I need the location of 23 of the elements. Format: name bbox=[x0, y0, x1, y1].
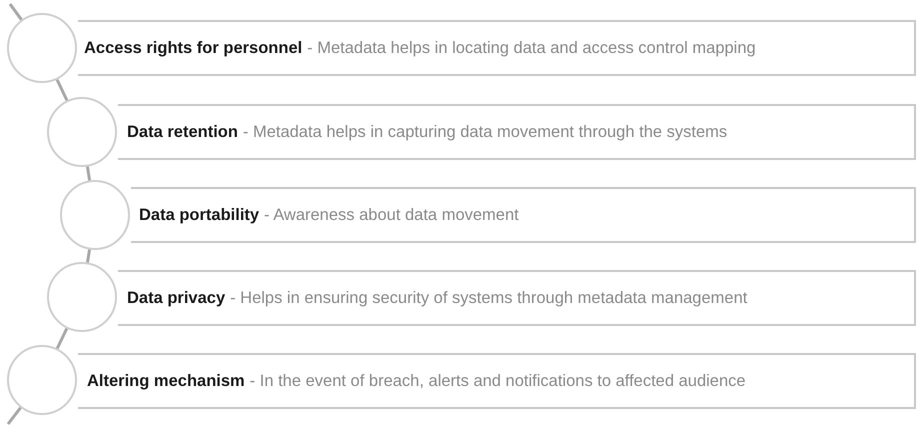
item-description: - Helps in ensuring security of systems through metadata management bbox=[230, 288, 748, 308]
item-description: - In the event of breach, alerts and notifications to affected audience bbox=[250, 372, 746, 390]
list-item-box bbox=[78, 353, 916, 409]
circle-marker bbox=[7, 13, 77, 83]
list-item-box bbox=[131, 187, 916, 243]
connector-line bbox=[86, 249, 91, 263]
item-heading: Data retention bbox=[127, 122, 238, 142]
item-heading: Data privacy bbox=[127, 288, 226, 308]
list-item-box bbox=[118, 104, 916, 160]
connector-line bbox=[56, 328, 68, 350]
circle-marker bbox=[7, 345, 77, 415]
list-item-box bbox=[78, 20, 916, 76]
item-description: - Metadata helps in capturing data movement through the systems bbox=[242, 122, 728, 142]
item-description: - Awareness about data movement bbox=[264, 206, 519, 224]
connector-line bbox=[56, 78, 68, 102]
item-heading: Data portability bbox=[139, 206, 260, 224]
connector-line bbox=[8, 3, 23, 21]
connector-line bbox=[86, 166, 92, 181]
item-heading: Access rights for personnel bbox=[84, 38, 302, 58]
list-item-box bbox=[118, 270, 916, 326]
item-description: - Metadata helps in locating data and access control mapping bbox=[307, 38, 756, 58]
connector-line bbox=[6, 406, 22, 425]
item-heading: Altering mechanism bbox=[87, 372, 245, 390]
